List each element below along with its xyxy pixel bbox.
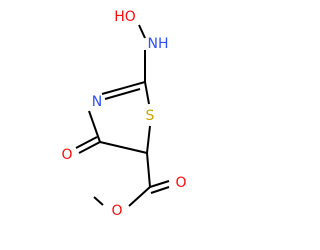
hydroxy-oxygen-label: HO [114,9,136,25]
structure-diagram: HO NH N S O O O [61,9,187,219]
keto-oxygen-label: O [61,147,72,163]
bond-c5-to-ring-s [146,125,151,154]
bonds [75,24,170,207]
atom-labels: HO NH N S O O O [61,9,186,219]
bond-hydroxy-o-to-amino-n [138,24,146,39]
bond-c2-to-ring-n [101,81,146,95]
ester-carbonyl-oxygen-label: O [175,175,186,191]
bond-ester-o-to-methyl [93,196,104,206]
ring-nitrogen-label: N [92,94,102,110]
bond-ester-c-to-ester-o [128,186,151,207]
bond-c4-to-keto-o-double [75,136,98,149]
bond-ester-c-to-carbonyl-o [149,180,170,188]
bond-c5-to-ester-c [146,152,151,188]
bond-c4-to-c5 [99,141,148,154]
amino-nitrogen-label: NH [148,36,169,52]
ring-sulfur-label: S [146,108,155,124]
bond-c2-to-ring-s [144,81,150,105]
bond-c4-to-keto-o [78,141,101,154]
bond-ester-c-to-carbonyl-o-double [150,186,170,194]
molecule-drawing: HO NH N S O O O [61,9,186,219]
ester-oxygen-label: O [111,203,122,219]
bond-ring-n-to-c4 [88,110,101,143]
bond-c2-to-ring-n-double [104,88,141,100]
